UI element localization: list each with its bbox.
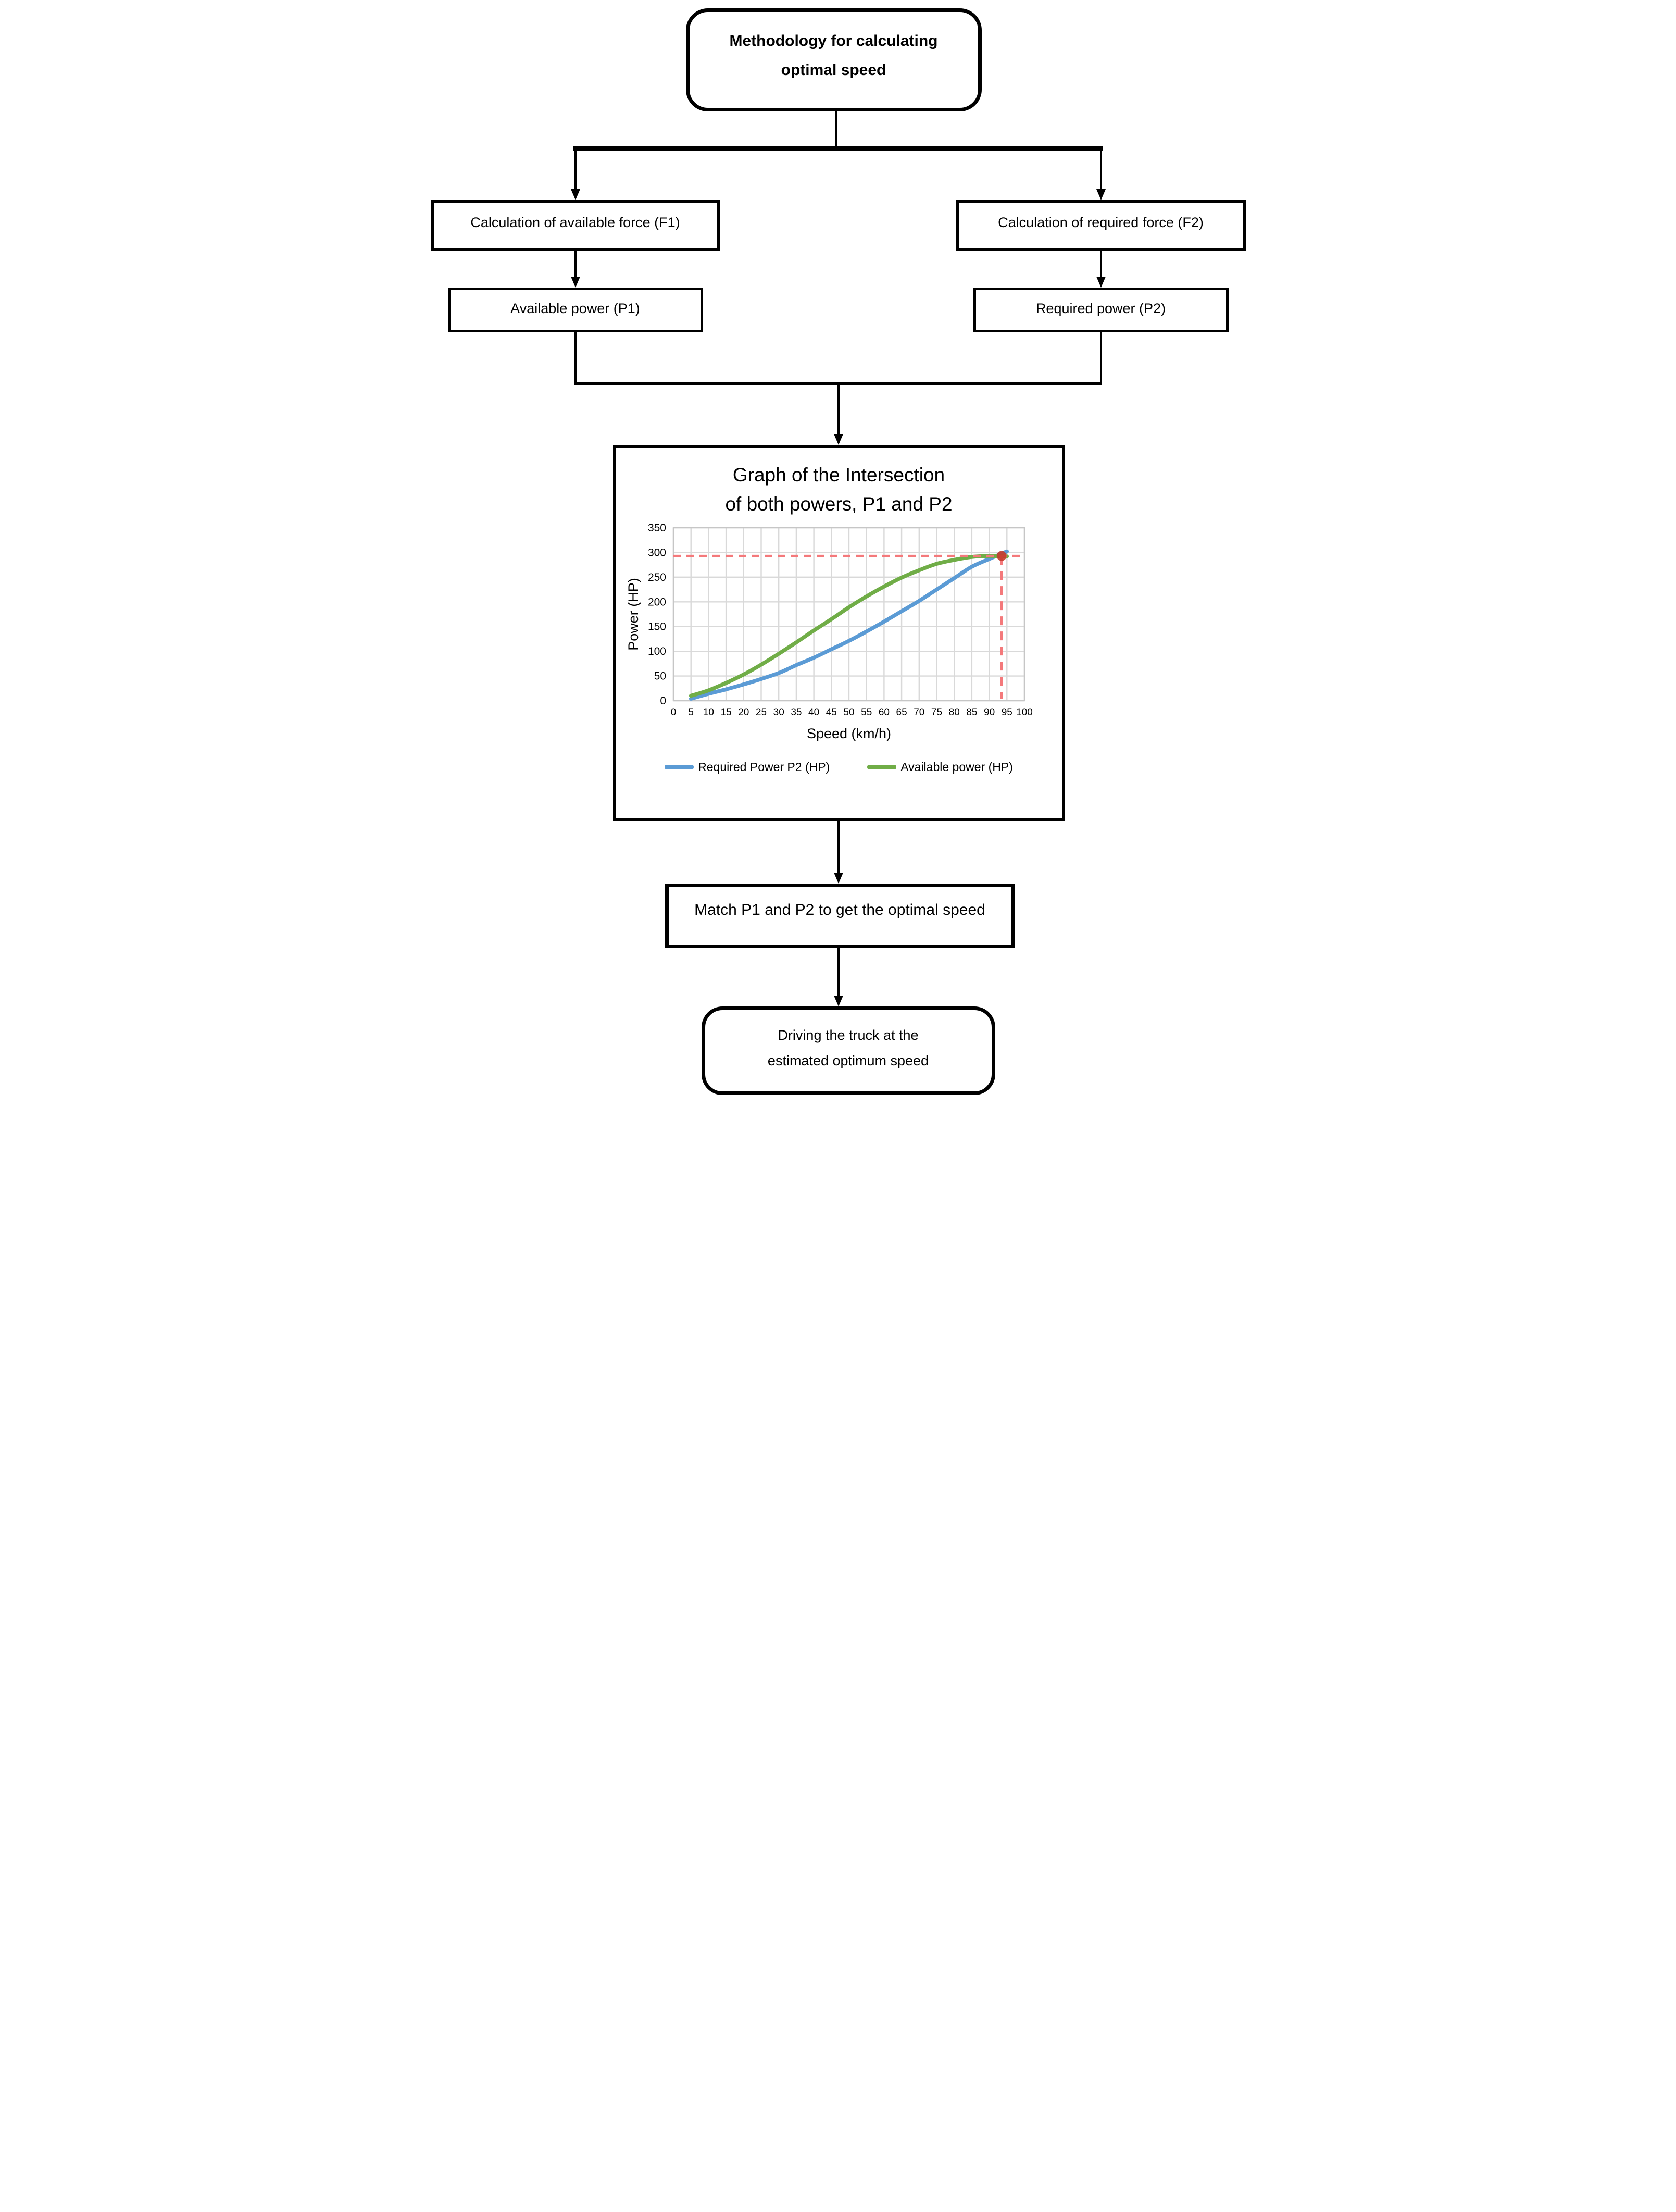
node-methodology-line2: optimal speed bbox=[781, 61, 886, 79]
x-tick-label: 10 bbox=[703, 707, 714, 718]
node-match-powers-label: Match P1 and P2 to get the optimal speed bbox=[694, 901, 985, 918]
connector-f2-p2 bbox=[1099, 251, 1102, 278]
node-calc-available-force-label: Calculation of available force (F1) bbox=[470, 214, 680, 230]
x-tick-label: 100 bbox=[1016, 707, 1033, 718]
legend-item: Available power (HP) bbox=[867, 760, 1013, 774]
node-calc-required-force-label: Calculation of required force (F2) bbox=[998, 214, 1204, 230]
x-tick-label: 35 bbox=[791, 707, 802, 718]
y-tick-label: 250 bbox=[647, 571, 666, 583]
connector-merge-bar bbox=[574, 382, 1102, 385]
connector-merge-stem bbox=[837, 385, 840, 436]
x-tick-label: 90 bbox=[984, 707, 995, 718]
flowchart-canvas: Methodology for calculating optimal spee… bbox=[419, 0, 1257, 1106]
x-tick-label: 50 bbox=[843, 707, 854, 718]
node-calc-available-force: Calculation of available force (F1) bbox=[430, 200, 720, 251]
x-tick-label: 45 bbox=[826, 707, 836, 718]
node-drive-truck: Driving the truck at the estimated optim… bbox=[701, 1006, 995, 1095]
arrowhead-to-match bbox=[833, 873, 843, 884]
legend-swatch bbox=[867, 765, 897, 769]
node-drive-truck-line1: Driving the truck at the bbox=[778, 1027, 919, 1043]
connector-f1-p1 bbox=[574, 251, 577, 278]
y-tick-label: 0 bbox=[660, 695, 666, 707]
arrowhead-to-f2 bbox=[1096, 189, 1106, 200]
connector-split-left bbox=[574, 146, 577, 190]
y-tick-label: 50 bbox=[654, 670, 666, 682]
x-tick-label: 70 bbox=[914, 707, 924, 718]
x-tick-label: 75 bbox=[931, 707, 942, 718]
node-methodology-line1: Methodology for calculating bbox=[729, 32, 938, 49]
arrowhead-to-f1 bbox=[570, 189, 580, 200]
x-tick-label: 15 bbox=[720, 707, 731, 718]
chart-legend: Required Power P2 (HP) Available power (H… bbox=[665, 760, 1013, 774]
legend-label: Available power (HP) bbox=[900, 760, 1013, 774]
arrowhead-to-chart bbox=[833, 434, 843, 445]
node-drive-truck-line2: estimated optimum speed bbox=[767, 1052, 929, 1068]
series-required-power bbox=[689, 549, 1009, 701]
intersection-marker bbox=[996, 551, 1007, 561]
legend-item: Required Power P2 (HP) bbox=[665, 760, 830, 774]
legend-swatch bbox=[665, 765, 694, 769]
node-available-power-label: Available power (P1) bbox=[510, 300, 640, 316]
x-tick-label: 40 bbox=[808, 707, 819, 718]
x-tick-label: 80 bbox=[948, 707, 959, 718]
y-tick-label: 150 bbox=[647, 621, 666, 633]
connector-split-bar bbox=[573, 146, 1103, 151]
x-tick-label: 85 bbox=[966, 707, 977, 718]
x-tick-label: 65 bbox=[896, 707, 907, 718]
node-intersection-chart: Graph of the Intersection of both powers… bbox=[612, 445, 1065, 821]
connector-start-stem bbox=[834, 110, 837, 147]
x-tick-label: 95 bbox=[1001, 707, 1012, 718]
arrowhead-to-p1 bbox=[570, 277, 580, 288]
y-tick-label: 100 bbox=[647, 645, 666, 657]
connector-match-end bbox=[837, 948, 840, 997]
legend-label: Required Power P2 (HP) bbox=[698, 760, 830, 774]
connector-chart-match bbox=[837, 821, 840, 874]
arrowhead-to-p2 bbox=[1096, 277, 1106, 288]
node-required-power: Required power (P2) bbox=[973, 288, 1229, 332]
chart-title-line2: of both powers, P1 and P2 bbox=[725, 493, 953, 515]
y-axis-title: Power (HP) bbox=[626, 578, 641, 651]
x-tick-label: 20 bbox=[738, 707, 749, 718]
connector-p1-down bbox=[574, 332, 577, 385]
x-tick-label: 5 bbox=[688, 707, 694, 718]
x-axis-title: Speed (km/h) bbox=[806, 726, 891, 741]
y-tick-label: 200 bbox=[647, 596, 666, 608]
x-tick-label: 25 bbox=[755, 707, 766, 718]
series-available-power bbox=[689, 554, 1009, 698]
x-tick-label: 60 bbox=[878, 707, 889, 718]
node-match-powers: Match P1 and P2 to get the optimal speed bbox=[665, 884, 1015, 948]
chart-title-line1: Graph of the Intersection bbox=[732, 464, 945, 486]
connector-split-right bbox=[1099, 146, 1102, 190]
chart-title: Graph of the Intersection of both powers… bbox=[725, 461, 952, 518]
node-methodology: Methodology for calculating optimal spee… bbox=[685, 8, 982, 111]
node-calc-required-force: Calculation of required force (F2) bbox=[956, 200, 1246, 251]
node-required-power-label: Required power (P2) bbox=[1035, 300, 1166, 316]
arrowhead-to-end bbox=[833, 996, 843, 1006]
node-available-power: Available power (P1) bbox=[447, 288, 703, 332]
y-tick-label: 300 bbox=[647, 546, 666, 558]
y-tick-label: 350 bbox=[647, 522, 666, 534]
power-speed-chart: 0 5 10 15 20 25 30 35 40 45 50 55 60 65 70 75 80 85 90 95 10… bbox=[626, 522, 1033, 741]
x-tick-label: 0 bbox=[670, 707, 676, 718]
x-tick-label: 55 bbox=[861, 707, 872, 718]
x-tick-label: 30 bbox=[773, 707, 784, 718]
connector-p2-down bbox=[1099, 332, 1102, 385]
